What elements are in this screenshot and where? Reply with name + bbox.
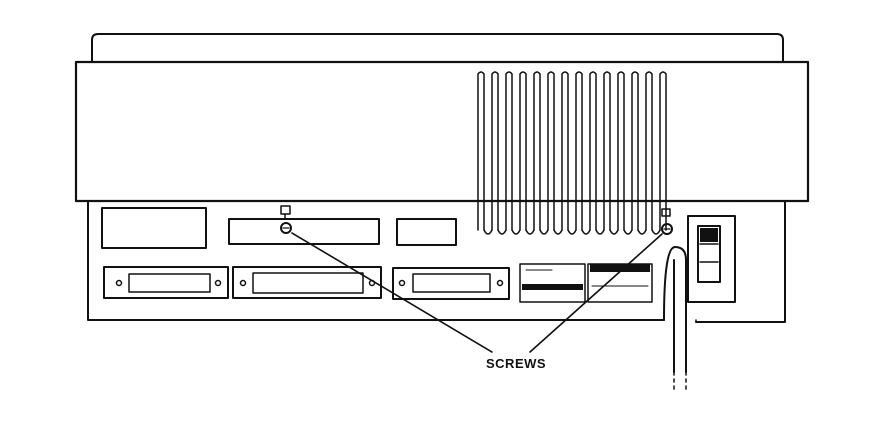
heat-sink-fin bbox=[519, 71, 527, 231]
screw-right bbox=[661, 208, 673, 235]
center-port bbox=[228, 218, 380, 245]
heat-sink-fin bbox=[575, 71, 583, 231]
housing bbox=[74, 60, 810, 203]
lower-connectors bbox=[103, 263, 653, 303]
heat-sink-fin bbox=[603, 71, 611, 231]
heat-sink-fin-base bbox=[595, 229, 605, 235]
heat-sink-fin bbox=[547, 71, 555, 231]
screw-left bbox=[280, 205, 292, 234]
heat-sink-fin-base bbox=[511, 229, 521, 235]
heat-sink-fin bbox=[491, 71, 499, 231]
heat-sink-fin bbox=[659, 71, 667, 231]
heat-sink-fin bbox=[533, 71, 541, 231]
top-cover bbox=[91, 33, 784, 63]
heat-sink-fin-base bbox=[581, 229, 591, 235]
heat-sink-fin bbox=[505, 71, 513, 231]
port-3 bbox=[392, 267, 510, 300]
heat-sink-fin-base bbox=[497, 229, 507, 235]
heat-sink-fin-base bbox=[609, 229, 619, 235]
heat-sink-fin-base bbox=[553, 229, 563, 235]
heat-sink-fin-base bbox=[567, 229, 577, 235]
upper-connectors bbox=[101, 207, 457, 249]
heat-sink-fin bbox=[631, 71, 639, 231]
heat-sink-fin-base bbox=[651, 229, 661, 235]
callout-label: SCREWS bbox=[486, 356, 547, 371]
callout-leaders bbox=[291, 232, 663, 353]
heat-sink-fin-base bbox=[539, 229, 549, 235]
heat-sink-fin bbox=[561, 71, 569, 231]
power-cord bbox=[663, 246, 687, 393]
base-panel bbox=[87, 200, 786, 323]
heat-sink-fin-base bbox=[637, 229, 647, 235]
port-2 bbox=[232, 266, 382, 299]
heat-sink-fin-base bbox=[525, 229, 535, 235]
power-switch bbox=[687, 215, 736, 303]
label-plate-2 bbox=[587, 263, 653, 303]
heat-sink-fin bbox=[617, 71, 625, 231]
heat-sink-fin bbox=[589, 71, 597, 231]
heat-sink-fin bbox=[645, 71, 653, 231]
heat-sink-fin-base bbox=[623, 229, 633, 235]
heat-sink-fins bbox=[477, 71, 667, 235]
heat-sink-fin bbox=[477, 71, 485, 231]
label-plate-1 bbox=[519, 263, 586, 303]
heat-sink-fin-base bbox=[483, 229, 493, 235]
port-1 bbox=[103, 266, 229, 299]
